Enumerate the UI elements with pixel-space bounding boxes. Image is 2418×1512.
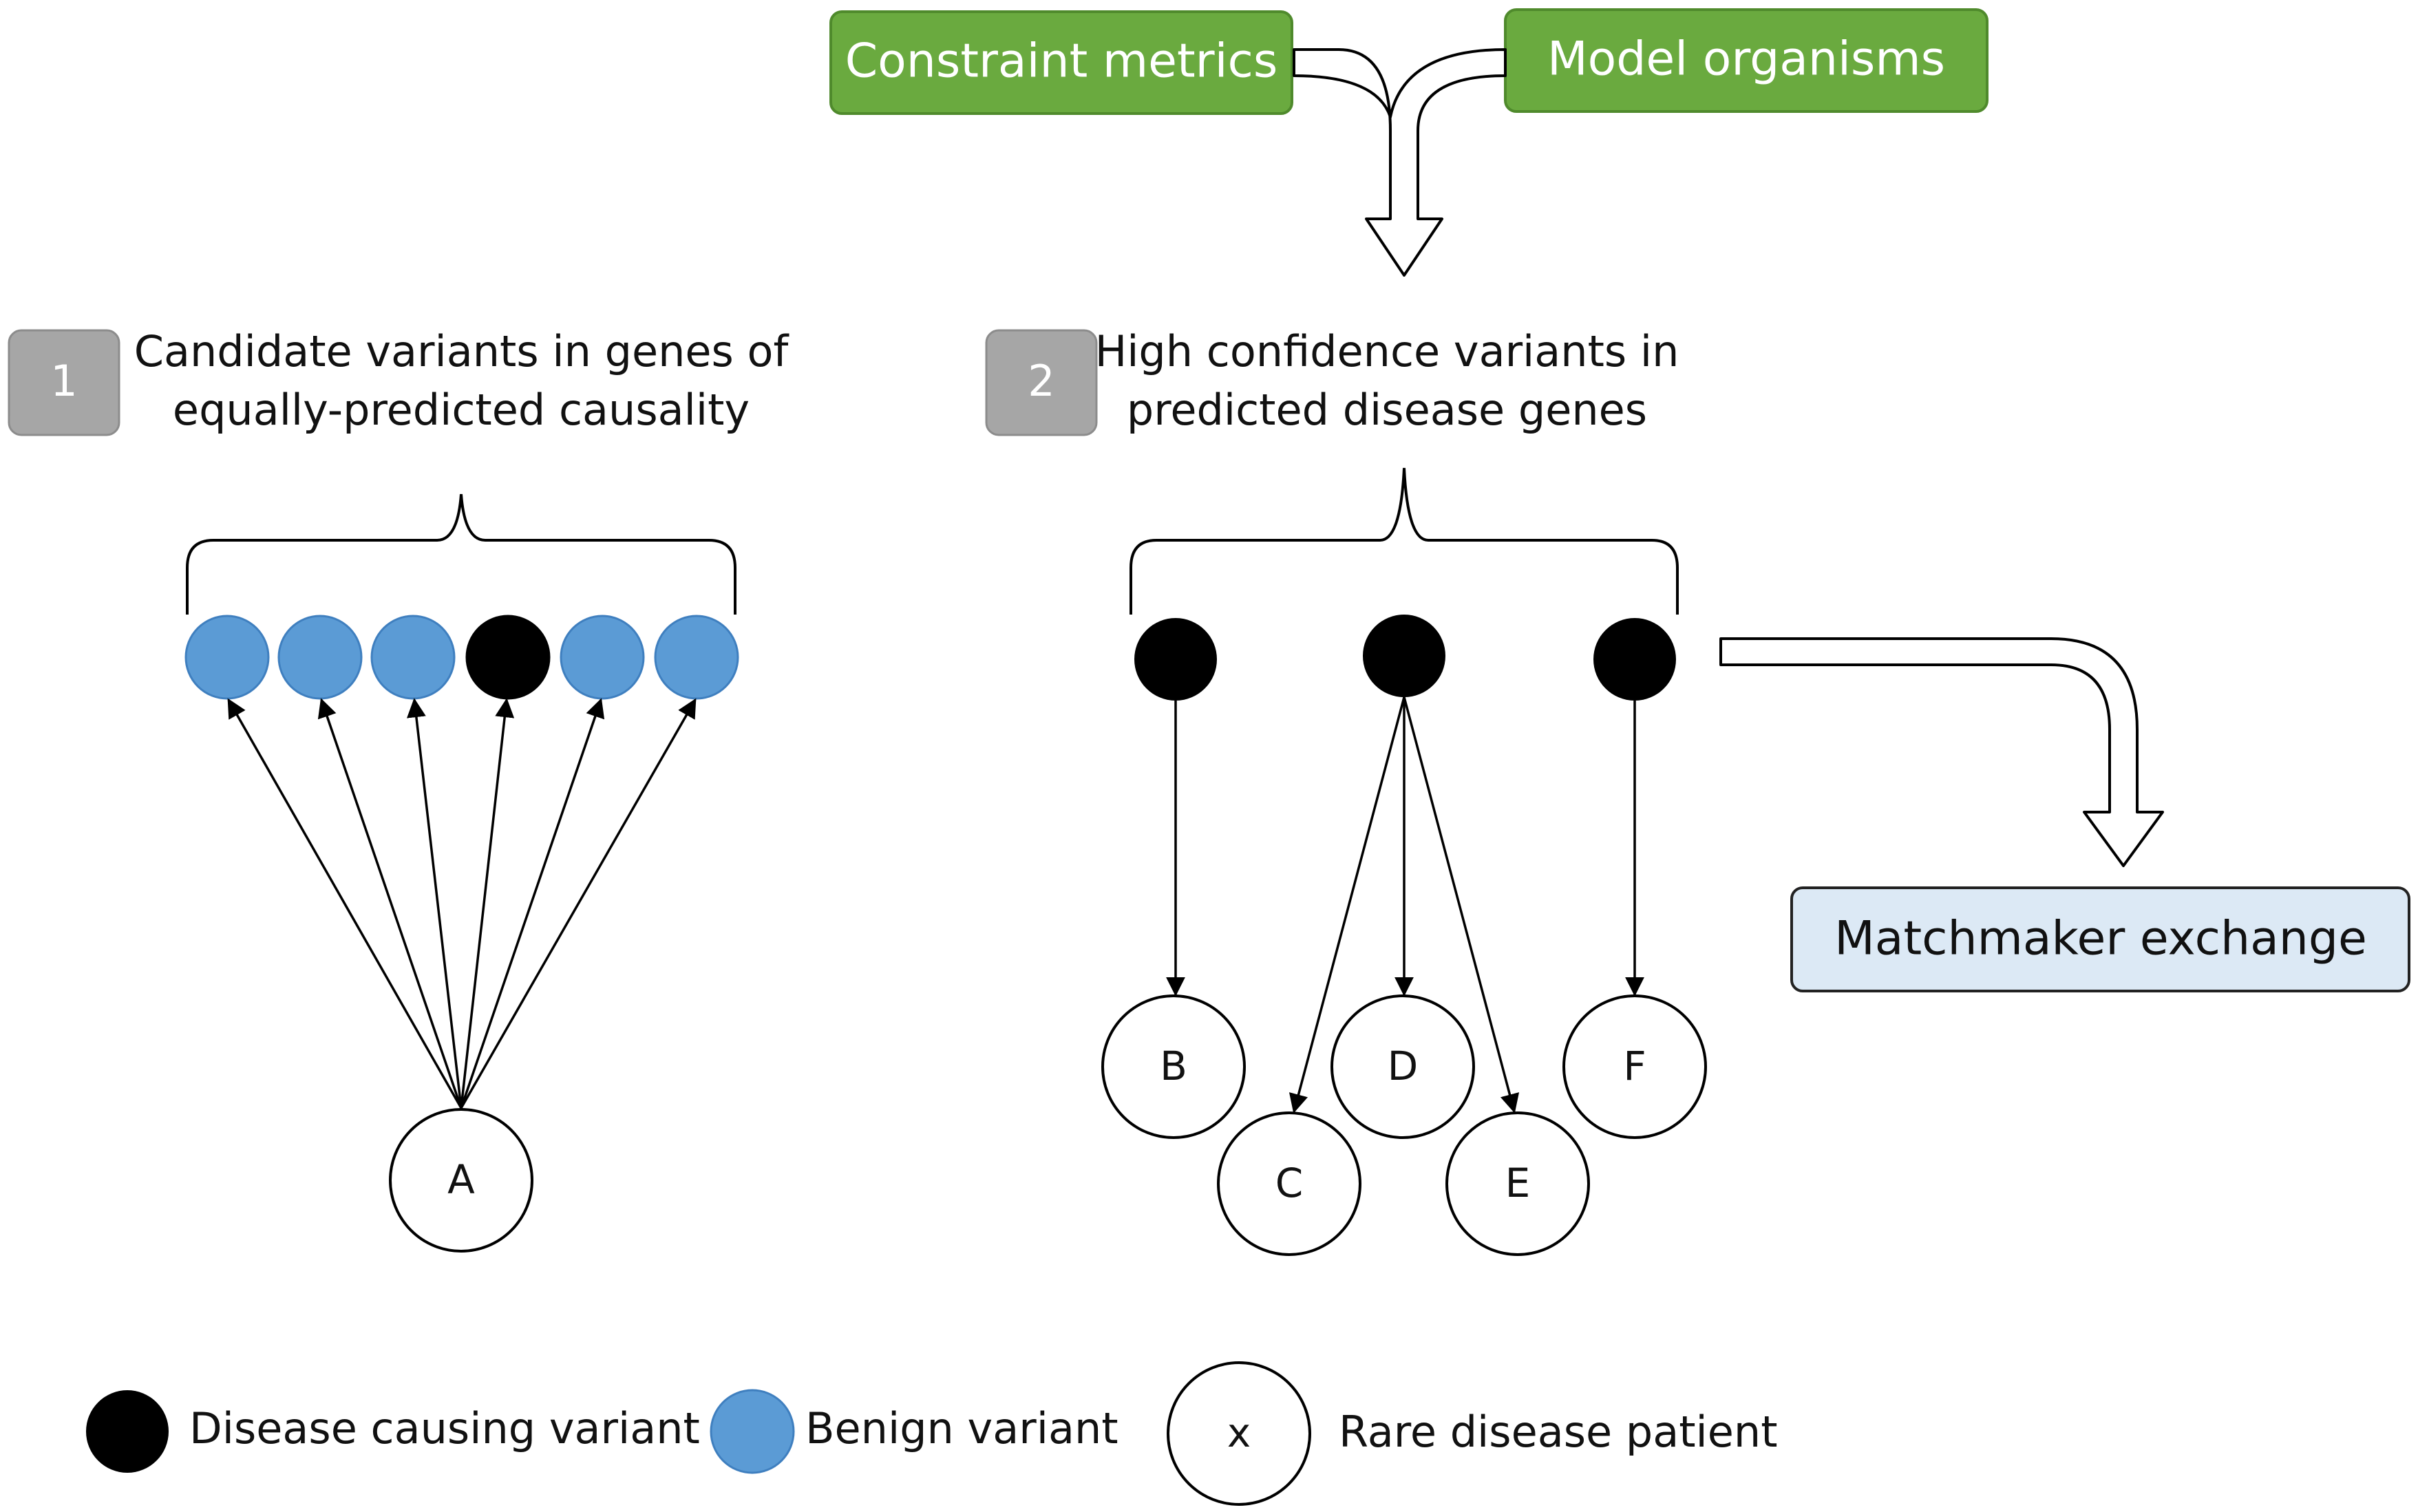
variant-benign-2 — [277, 615, 363, 700]
matchmaker-exchange-box: Matchmaker exchange — [1790, 886, 2410, 992]
variant-benign-1 — [184, 615, 270, 700]
patient-c: C — [1217, 1111, 1361, 1256]
arrow-gene2-to-c — [1288, 696, 1406, 1114]
variant-disease-gene-1 — [1134, 618, 1217, 701]
legend-disease-label: Disease causing variant — [189, 1403, 700, 1454]
legend: Disease causing variant Benign variant x… — [86, 1361, 1778, 1506]
arrow-a-to-variant-2 — [317, 698, 463, 1109]
variant-benign-5 — [654, 615, 739, 700]
legend-benign-label: Benign variant — [805, 1403, 1118, 1454]
arrow-a-to-variant-4 — [460, 698, 515, 1109]
step1-title-line1: Candidate variants in genes of — [134, 326, 790, 376]
variant-disease-gene-3 — [1593, 618, 1676, 701]
constraint-metrics-box: Constraint metrics — [829, 10, 1293, 115]
patient-e-label: E — [1505, 1160, 1531, 1206]
variant-disease-gene-2 — [1363, 615, 1445, 697]
model-organisms-label: Model organisms — [1547, 32, 1945, 87]
step1-arrows — [227, 698, 697, 1109]
step2-variants — [1134, 615, 1676, 701]
legend-benign-swatch — [710, 1389, 795, 1474]
variant-benign-4 — [560, 615, 645, 700]
patient-a: A — [389, 1108, 533, 1253]
step2-title-line1: High confidence variants in — [1095, 326, 1679, 376]
patient-d: D — [1330, 994, 1475, 1139]
variant-benign-3 — [370, 615, 456, 700]
patient-a-label: A — [447, 1156, 475, 1203]
step2-badge: 2 — [985, 329, 1098, 436]
patient-c-label: C — [1275, 1160, 1304, 1206]
arrow-a-to-variant-5 — [460, 698, 605, 1109]
step2-brace — [1130, 467, 1679, 615]
constraint-metrics-label: Constraint metrics — [845, 34, 1278, 89]
patient-d-label: D — [1388, 1043, 1419, 1089]
step1-badge: 1 — [8, 329, 120, 436]
model-organisms-box: Model organisms — [1504, 8, 1989, 113]
patient-e: E — [1445, 1111, 1590, 1256]
legend-patient-label: Rare disease patient — [1339, 1407, 1778, 1457]
patient-b: B — [1101, 994, 1246, 1139]
step1-variants — [184, 615, 739, 700]
patient-f-label: F — [1623, 1043, 1646, 1089]
variant-disease-1 — [465, 615, 551, 700]
step1-number: 1 — [50, 356, 77, 406]
merge-arrow — [1293, 48, 1507, 277]
step1-brace — [186, 493, 736, 615]
step2-number: 2 — [1028, 356, 1054, 406]
arrow-gene2-to-e — [1403, 696, 1520, 1114]
patient-f: F — [1562, 994, 1707, 1139]
patient-b-label: B — [1160, 1043, 1187, 1089]
legend-patient-swatch — [1167, 1361, 1311, 1506]
legend-patient-symbol: x — [1227, 1409, 1251, 1456]
arrow-a-to-variant-1 — [227, 698, 463, 1109]
step2-title-line2: predicted disease genes — [1127, 385, 1647, 435]
arrow-a-to-variant-6 — [460, 698, 697, 1109]
legend-disease-swatch — [86, 1390, 169, 1473]
matchmaker-exchange-label: Matchmaker exchange — [1834, 912, 2367, 966]
matchmaker-arrow — [1719, 637, 2164, 867]
arrow-a-to-variant-3 — [406, 698, 463, 1109]
step2-arrows — [1166, 696, 1644, 1114]
step1-title-line2: equally-predicted causality — [173, 385, 750, 435]
